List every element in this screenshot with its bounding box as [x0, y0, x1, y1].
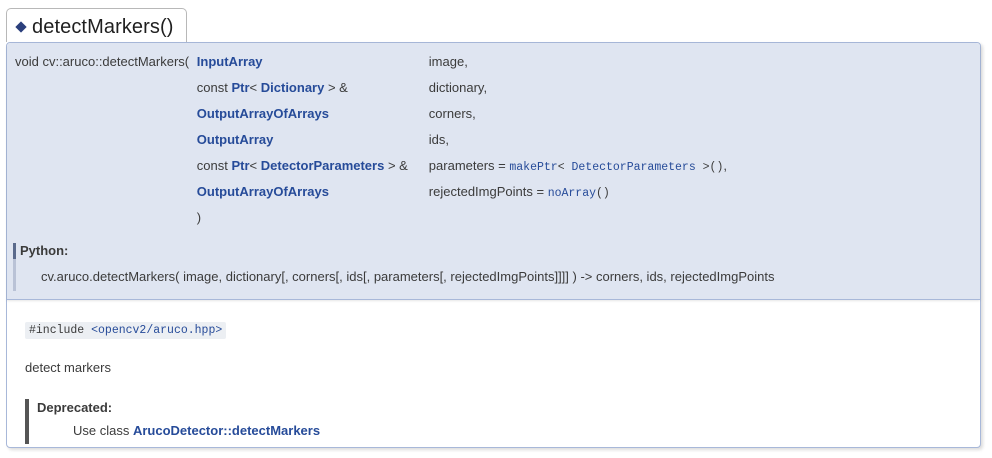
- include-line: #include <opencv2/aruco.hpp>: [25, 321, 962, 339]
- signature-row: OutputArray ids,: [15, 132, 727, 159]
- default-suffix-5: (): [596, 187, 610, 200]
- param-type-mid-1: <: [249, 80, 261, 95]
- param-default-eq-4: =: [494, 158, 510, 173]
- include-code: #include <opencv2/aruco.hpp>: [25, 322, 227, 339]
- spacer-cell: [15, 133, 185, 159]
- param-type-const-4: const: [196, 158, 232, 173]
- spacer-cell: [185, 81, 197, 107]
- param-type-mid-4: <: [249, 158, 261, 173]
- diamond-icon: [15, 21, 27, 33]
- signature-row: OutputArrayOfArrays rejectedImgPoints = …: [15, 184, 727, 211]
- default-link-5[interactable]: noArray: [547, 187, 596, 200]
- param-default-4: makePtr< DetectorParameters >(): [509, 161, 723, 174]
- spacer-cell: [185, 185, 197, 211]
- python-label: Python:: [13, 243, 68, 259]
- close-paren: ): [196, 210, 202, 225]
- member-item: void cv::aruco::detectMarkers ( InputArr…: [6, 42, 981, 448]
- deprecated-title: Deprecated:: [37, 400, 113, 415]
- param-name-4: parameters = makePtr< DetectorParameters…: [428, 158, 727, 185]
- default-mid-4: <: [557, 161, 572, 174]
- description-text: detect markers: [25, 360, 111, 375]
- param-type-link-3[interactable]: OutputArray: [196, 132, 274, 147]
- deprecated-body: Use class ArucoDetector::detectMarkers: [73, 423, 962, 438]
- default-suffix-4: >(): [695, 161, 724, 174]
- param-name-5: rejectedImgPoints = noArray(): [428, 184, 727, 211]
- default-link2-4[interactable]: DetectorParameters: [571, 161, 696, 174]
- signature-row: const Ptr< Dictionary > & dictionary,: [15, 80, 727, 107]
- spacer-cell: [185, 133, 197, 159]
- function-signature-table: void cv::aruco::detectMarkers ( InputArr…: [15, 54, 727, 237]
- param-type-3: OutputArray: [196, 132, 429, 159]
- deprecated-prefix: Use class: [73, 423, 133, 438]
- param-name-0: image,: [428, 54, 468, 69]
- param-name-3: ids,: [428, 132, 450, 147]
- signature-row: const Ptr< DetectorParameters > & parame…: [15, 158, 727, 185]
- param-name-text-4: parameters: [428, 158, 495, 173]
- spacer-cell: [429, 211, 727, 237]
- param-type-4: const Ptr< DetectorParameters > &: [196, 158, 429, 185]
- param-type-suffix-1: > &: [324, 80, 348, 95]
- signature-row: OutputArrayOfArrays corners,: [15, 106, 727, 133]
- param-default-trail-4: ,: [723, 158, 727, 173]
- python-signature: cv.aruco.detectMarkers( image, dictionar…: [41, 269, 775, 284]
- deprecated-replacement-link[interactable]: ArucoDetector::detectMarkers: [132, 423, 321, 438]
- function-qualified-name: void cv::aruco::detectMarkers: [15, 54, 185, 69]
- page-title: detectMarkers(): [32, 15, 174, 38]
- python-left-rule: [13, 243, 16, 291]
- spacer-cell: [185, 211, 197, 237]
- param-type-link-5[interactable]: OutputArrayOfArrays: [196, 184, 329, 199]
- param-type-link-4[interactable]: Ptr: [231, 158, 250, 173]
- param-type-const-1: const: [196, 80, 232, 95]
- param-type-link2-1[interactable]: Dictionary: [260, 80, 325, 95]
- param-type-suffix-4: > &: [384, 158, 408, 173]
- param-name-1: dictionary,: [428, 80, 488, 95]
- signature-close-row: ): [15, 210, 727, 237]
- member-documentation: #include <opencv2/aruco.hpp> detect mark…: [7, 301, 980, 447]
- param-type-1: const Ptr< Dictionary > &: [196, 80, 429, 107]
- signature-row: void cv::aruco::detectMarkers ( InputArr…: [15, 54, 727, 81]
- open-paren: (: [184, 54, 190, 69]
- param-type-2: OutputArrayOfArrays: [196, 106, 429, 133]
- spacer-cell: [15, 159, 185, 185]
- param-type-link-2[interactable]: OutputArrayOfArrays: [196, 106, 329, 121]
- include-directive: #include: [29, 324, 92, 337]
- spacer-cell: [15, 211, 185, 237]
- spacer-cell: [15, 185, 185, 211]
- deprecated-block: Deprecated: Use class ArucoDetector::det…: [25, 399, 962, 444]
- param-name-2: corners,: [428, 106, 476, 121]
- member-prototype-block: void cv::aruco::detectMarkers ( InputArr…: [7, 43, 980, 300]
- spacer-cell: [185, 159, 197, 185]
- spacer-cell: [15, 81, 185, 107]
- param-type-link2-4[interactable]: DetectorParameters: [260, 158, 385, 173]
- spacer-cell: [185, 107, 197, 133]
- member-tab-detectmarkers[interactable]: detectMarkers(): [6, 8, 187, 42]
- spacer-cell: [15, 107, 185, 133]
- param-type-5: OutputArrayOfArrays: [196, 184, 429, 211]
- default-link-4[interactable]: makePtr: [509, 161, 558, 174]
- param-type-link-1[interactable]: Ptr: [231, 80, 250, 95]
- include-header-link[interactable]: <opencv2/aruco.hpp>: [91, 324, 223, 337]
- param-name-text-5: rejectedImgPoints: [428, 184, 533, 199]
- param-default-eq-5: =: [532, 184, 548, 199]
- member-tab-bar: detectMarkers(): [0, 8, 992, 43]
- param-type-link-0[interactable]: InputArray: [196, 54, 263, 69]
- param-default-5: noArray(): [548, 187, 610, 200]
- param-type-0: InputArray: [196, 54, 429, 81]
